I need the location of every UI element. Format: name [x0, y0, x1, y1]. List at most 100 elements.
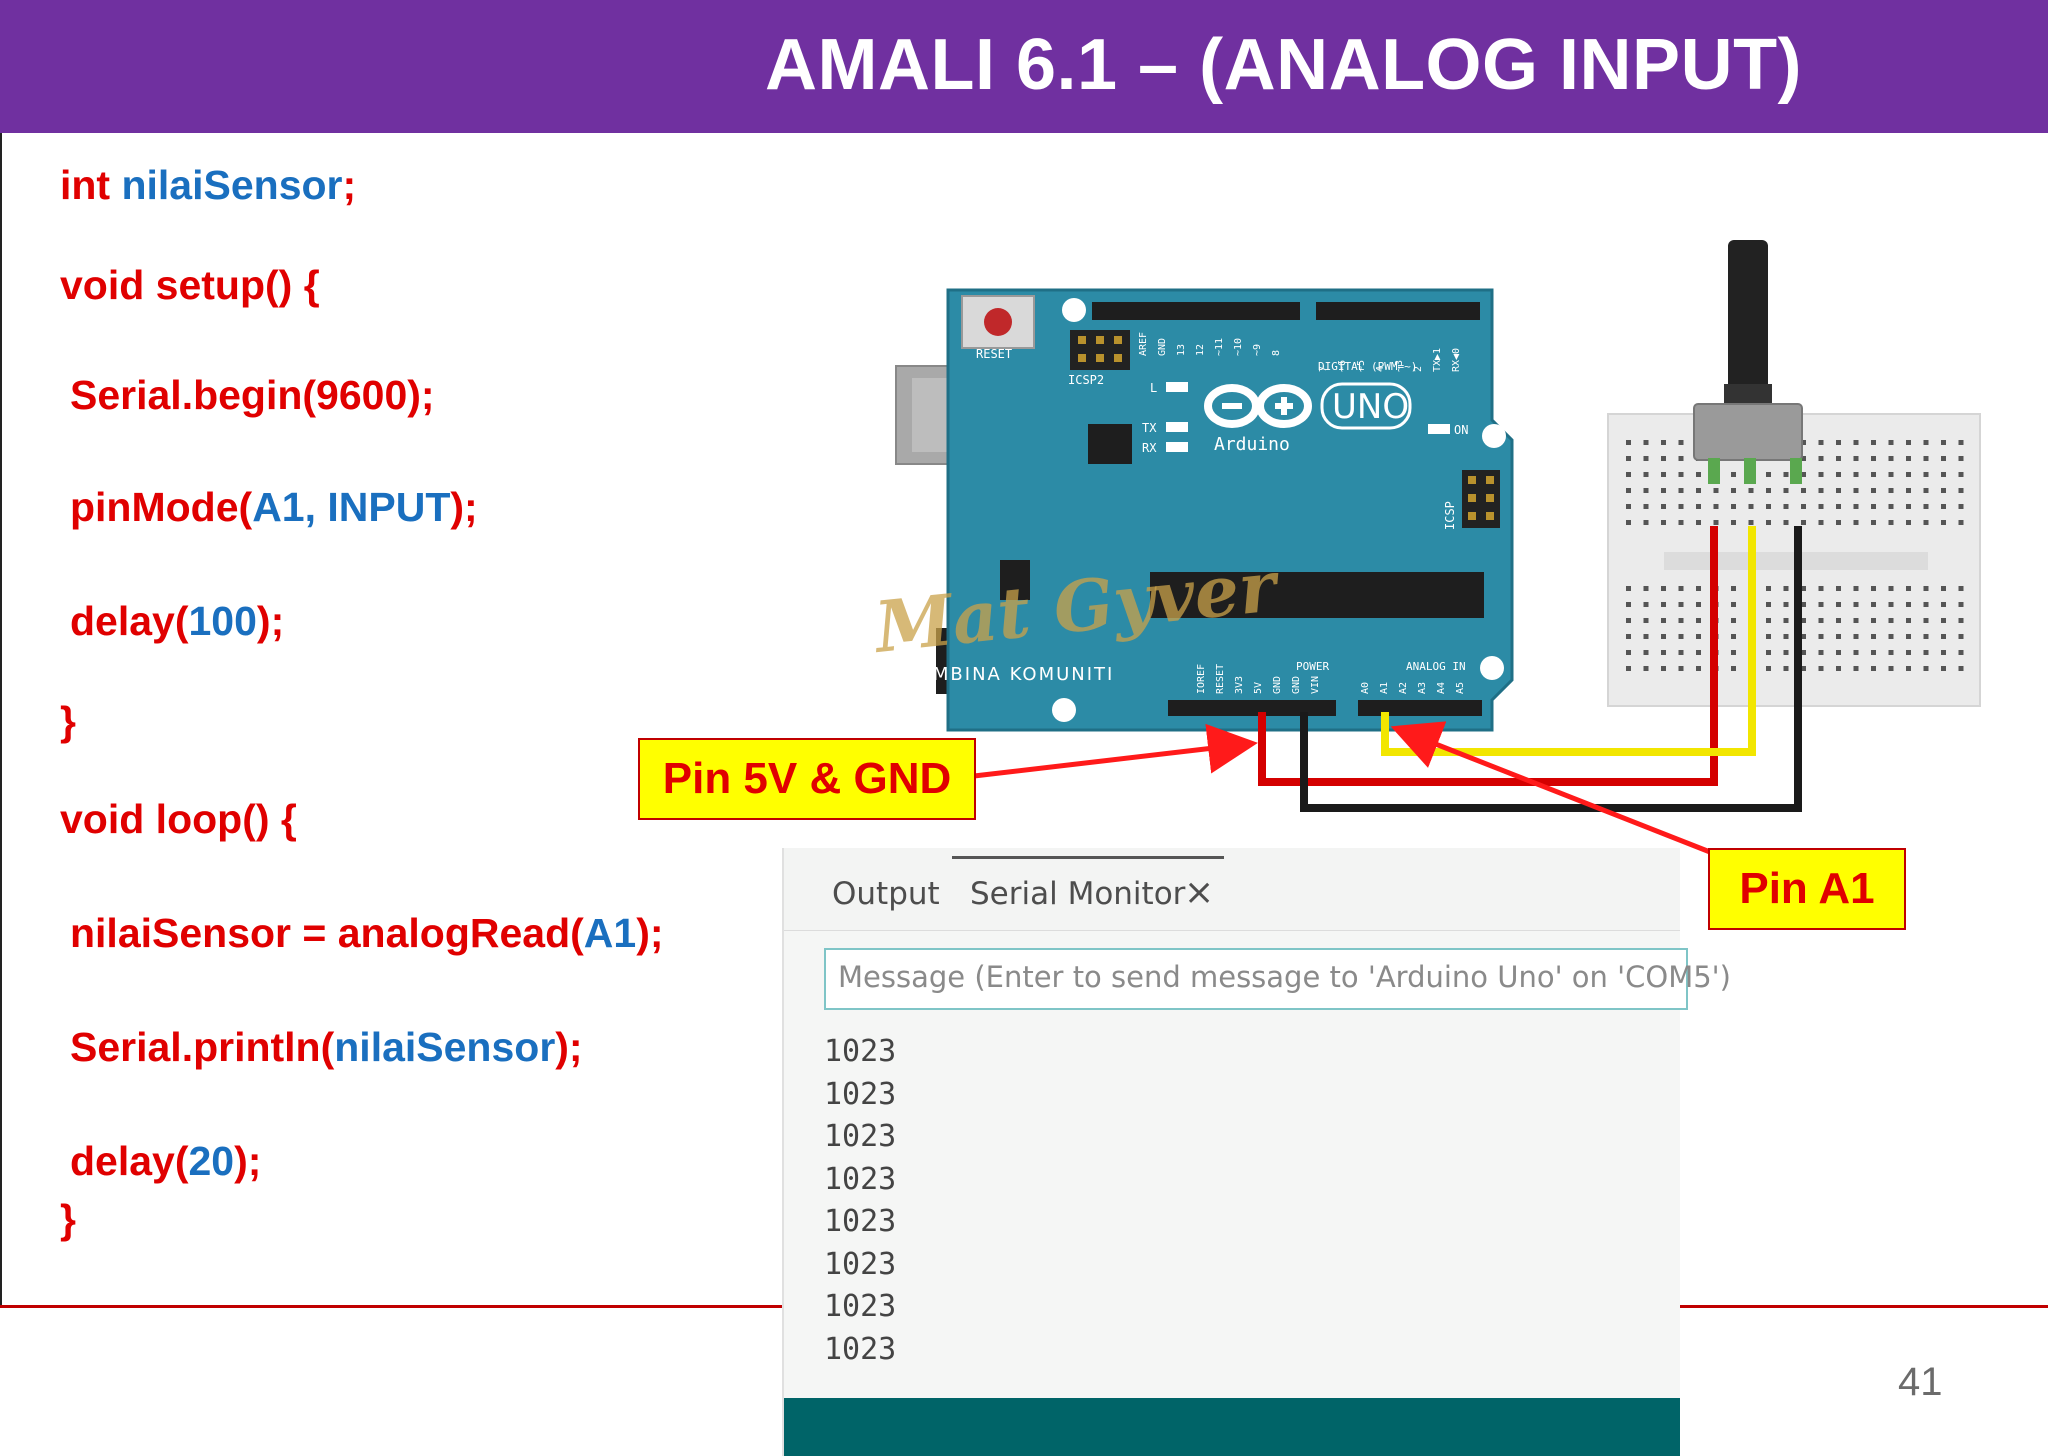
code-token: Serial.println(: [70, 1024, 335, 1070]
code-token: );: [636, 910, 664, 956]
breadboard-hole: [1853, 634, 1859, 639]
breadboard-hole: [1941, 666, 1946, 671]
breadboard-hole: [1661, 520, 1666, 525]
code-line-5: delay(100);: [70, 598, 284, 645]
led-tx: [1166, 422, 1188, 432]
code-line-8: nilaiSensor = analogRead(A1);: [70, 910, 664, 957]
breadboard-hole: [1888, 666, 1894, 671]
icsp-pins: [1468, 476, 1494, 520]
breadboard-hole: [1766, 472, 1771, 477]
breadboard-hole: [1941, 650, 1946, 655]
breadboard-hole: [1713, 504, 1719, 509]
breadboard-hole: [1818, 440, 1824, 445]
breadboard-hole: [1801, 666, 1806, 671]
code-line-10: delay(20);: [70, 1138, 261, 1185]
power-header: [1168, 700, 1336, 716]
message-input[interactable]: Message (Enter to send message to 'Ardui…: [824, 948, 1731, 1010]
slide-title: AMALI 6.1 – (ANALOG INPUT): [765, 25, 1803, 105]
breadboard-hole: [1853, 520, 1859, 525]
breadboard-hole: [1661, 586, 1666, 591]
breadboard-hole: [1766, 666, 1771, 671]
breadboard-hole: [1941, 586, 1946, 591]
breadboard-hole: [1678, 440, 1684, 445]
breadboard-hole: [1958, 602, 1964, 607]
breadboard-hole: [1888, 634, 1894, 639]
breadboard-hole: [1853, 602, 1859, 607]
breadboard-hole: [1801, 650, 1806, 655]
breadboard-hole: [1678, 586, 1684, 591]
breadboard-hole: [1783, 488, 1789, 493]
active-tab-indicator: [952, 856, 1224, 859]
breadboard-hole: [1783, 520, 1789, 525]
breadboard-hole: [1906, 666, 1911, 671]
breadboard-hole: [1731, 650, 1736, 655]
tab-serial-monitor[interactable]: Serial Monitor: [970, 876, 1186, 912]
breadboard-hole: [1906, 440, 1911, 445]
breadboard-hole: [1818, 618, 1824, 623]
title-bar: AMALI 6.1 – (ANALOG INPUT): [0, 0, 2048, 133]
breadboard-hole: [1661, 456, 1666, 461]
breadboard-hole: [1871, 650, 1876, 655]
breadboard-hole: [1888, 472, 1894, 477]
breadboard-hole: [1678, 618, 1684, 623]
breadboard-hole: [1941, 456, 1946, 461]
breadboard-hole: [1696, 488, 1701, 493]
breadboard-hole: [1923, 586, 1929, 591]
pin-label: A0: [1360, 682, 1371, 694]
breadboard-hole: [1748, 488, 1754, 493]
breadboard-hole: [1643, 602, 1649, 607]
breadboard-hole: [1783, 634, 1789, 639]
breadboard-hole: [1818, 520, 1824, 525]
breadboard-hole: [1941, 634, 1946, 639]
breadboard-hole: [1871, 440, 1876, 445]
breadboard-hole: [1626, 602, 1631, 607]
breadboard-hole: [1626, 456, 1631, 461]
breadboard-hole: [1836, 504, 1841, 509]
arduino-board: [946, 288, 1514, 732]
breadboard-hole: [1941, 440, 1946, 445]
breadboard-hole: [1626, 472, 1631, 477]
digital-label: DIGITAL (PWM=~): [1318, 360, 1417, 373]
breadboard-hole: [1906, 504, 1911, 509]
breadboard-hole: [1958, 666, 1964, 671]
breadboard-hole: [1766, 488, 1771, 493]
breadboard-hole: [1853, 440, 1859, 445]
breadboard-hole: [1783, 618, 1789, 623]
breadboard-hole: [1818, 472, 1824, 477]
tab-output[interactable]: Output: [832, 876, 940, 912]
breadboard-hole: [1888, 602, 1894, 607]
breadboard-hole: [1923, 634, 1929, 639]
mounting-hole: [1052, 698, 1076, 722]
code-token: delay(: [70, 598, 189, 644]
breadboard-hole: [1836, 520, 1841, 525]
pin-label: 7: [1318, 366, 1329, 372]
close-icon[interactable]: ×: [1184, 872, 1215, 913]
breadboard-hole: [1643, 586, 1649, 591]
breadboard-hole: [1958, 650, 1964, 655]
breadboard-hole: [1888, 520, 1894, 525]
pin-label: ~11: [1214, 338, 1225, 356]
breadboard-hole: [1871, 472, 1876, 477]
breadboard-hole: [1853, 488, 1859, 493]
led-on-label: ON: [1454, 423, 1468, 437]
regulator: [1000, 560, 1030, 600]
breadboard-hole: [1853, 504, 1859, 509]
icsp2-label: ICSP2: [1068, 373, 1104, 387]
breadboard-hole: [1818, 650, 1824, 655]
uno-text: UNO: [1332, 387, 1409, 427]
breadboard-hole: [1836, 634, 1841, 639]
analog-header: [1358, 700, 1482, 716]
pin-label: GND: [1291, 676, 1302, 694]
serial-output-line: 1023: [824, 1119, 897, 1154]
breadboard-hole: [1678, 666, 1684, 671]
breadboard-hole: [1748, 520, 1754, 525]
breadboard-hole: [1836, 440, 1841, 445]
breadboard-hole: [1801, 456, 1806, 461]
reset-button: [984, 308, 1012, 336]
breadboard-hole: [1941, 504, 1946, 509]
breadboard-hole: [1713, 520, 1719, 525]
reset-label: RESET: [976, 347, 1012, 361]
breadboard-hole: [1871, 666, 1876, 671]
code-line-6: }: [60, 698, 76, 744]
breadboard-hole: [1643, 520, 1649, 525]
